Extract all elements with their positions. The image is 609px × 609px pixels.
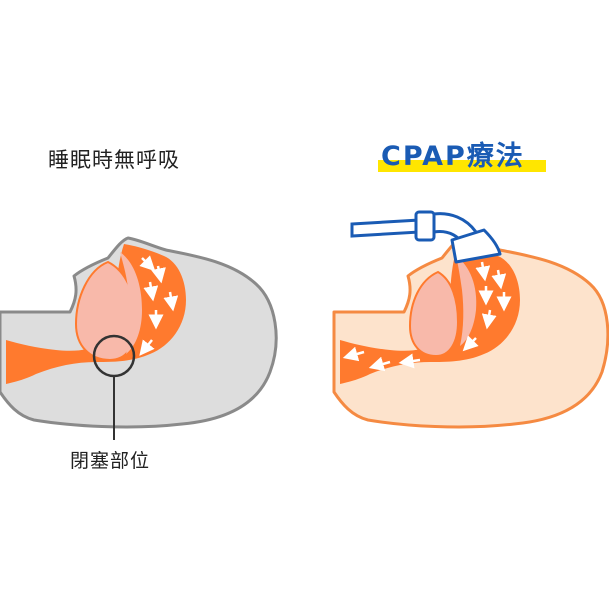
title-underline-highlight [378,160,546,172]
right-airflow-arrows [342,261,512,372]
right-tongue [408,270,460,358]
right-head-illustration [332,210,609,429]
left-panel-title: 睡眠時無呼吸 [48,148,180,172]
left-head-illustration [0,236,278,440]
cpap-hose-connector [414,210,436,242]
cpap-hose [350,218,422,238]
right-panel-title: CPAP療法 [381,141,525,172]
cpap-mask [350,210,502,264]
right-soft-palate [456,256,477,346]
obstruction-callout-label: 閉塞部位 [70,450,151,472]
left-soft-palate [120,252,142,354]
cpap-nasal-cushion [450,228,502,264]
left-airflow-arrows [139,255,179,356]
